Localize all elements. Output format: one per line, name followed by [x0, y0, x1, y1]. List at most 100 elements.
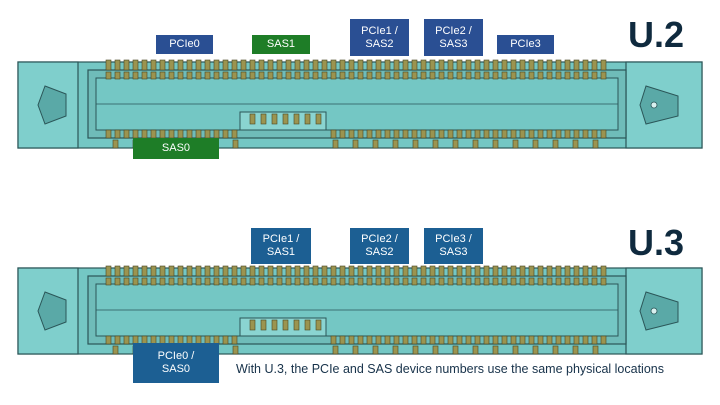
- pin-notch: [293, 113, 300, 125]
- pin-bottom: [330, 335, 337, 345]
- pin-notch: [282, 113, 289, 125]
- pin-top: [393, 265, 400, 277]
- pin-tail: [452, 345, 459, 355]
- pin-bottom: [168, 129, 175, 139]
- label-pcie1-sas1: PCIe1 / SAS1: [251, 228, 311, 264]
- pin-bottom: [564, 335, 571, 345]
- pin-top-inner: [168, 277, 175, 286]
- pin-tail: [512, 345, 519, 355]
- pin-notch: [282, 319, 289, 331]
- pin-bottom: [600, 335, 607, 345]
- pin-top-inner: [114, 277, 121, 286]
- pin-bottom: [411, 335, 418, 345]
- pin-top: [321, 265, 328, 277]
- pin-bottom: [546, 335, 553, 345]
- pin-top-inner: [357, 277, 364, 286]
- pin-top: [375, 265, 382, 277]
- pin-top: [195, 265, 202, 277]
- pin-top: [132, 265, 139, 277]
- pin-top-inner: [213, 71, 220, 80]
- pin-top-inner: [438, 71, 445, 80]
- pin-top-inner: [501, 71, 508, 80]
- pin-top: [411, 265, 418, 277]
- pin-bottom: [510, 335, 517, 345]
- pin-top: [528, 59, 535, 71]
- pin-top-inner: [573, 71, 580, 80]
- pin-tail: [112, 345, 119, 355]
- pin-bottom: [159, 129, 166, 139]
- pin-tail: [492, 139, 499, 149]
- pin-top-inner: [276, 71, 283, 80]
- pin-top-inner: [204, 71, 211, 80]
- pin-tail: [392, 139, 399, 149]
- pin-top-inner: [456, 277, 463, 286]
- pin-top: [501, 265, 508, 277]
- pin-top-inner: [600, 71, 607, 80]
- pin-top-inner: [429, 71, 436, 80]
- pin-bottom: [402, 129, 409, 139]
- pin-bottom: [141, 129, 148, 139]
- pin-top: [348, 265, 355, 277]
- pin-top-inner: [141, 277, 148, 286]
- pin-bottom: [375, 129, 382, 139]
- pin-bottom: [384, 129, 391, 139]
- pin-top: [186, 59, 193, 71]
- pin-bottom: [519, 129, 526, 139]
- pin-top-inner: [222, 277, 229, 286]
- pin-top: [276, 59, 283, 71]
- pin-top: [177, 265, 184, 277]
- pin-top: [321, 59, 328, 71]
- pin-bottom: [195, 129, 202, 139]
- label-sas0: SAS0: [133, 138, 219, 159]
- pin-top-inner: [456, 71, 463, 80]
- pin-top-inner: [375, 71, 382, 80]
- pin-bottom: [492, 335, 499, 345]
- pin-top: [303, 59, 310, 71]
- pin-bottom: [123, 335, 130, 345]
- pin-bottom: [474, 335, 481, 345]
- pin-top: [384, 265, 391, 277]
- pin-top-inner: [150, 277, 157, 286]
- pin-top-inner: [591, 277, 598, 286]
- pin-top: [330, 265, 337, 277]
- pin-top-inner: [519, 71, 526, 80]
- pin-top: [276, 265, 283, 277]
- pin-top-inner: [537, 71, 544, 80]
- pin-bottom: [573, 129, 580, 139]
- pin-notch: [271, 319, 278, 331]
- pin-top-inner: [204, 277, 211, 286]
- pin-notch: [271, 113, 278, 125]
- pin-bottom: [474, 129, 481, 139]
- pin-bottom: [501, 335, 508, 345]
- pin-top: [195, 59, 202, 71]
- pin-tail: [592, 139, 599, 149]
- pin-bottom: [366, 335, 373, 345]
- pin-top: [528, 265, 535, 277]
- pin-top-inner: [582, 71, 589, 80]
- pin-top: [564, 59, 571, 71]
- pin-top: [420, 59, 427, 71]
- pin-top: [213, 59, 220, 71]
- pin-top-inner: [555, 71, 562, 80]
- pin-top: [186, 265, 193, 277]
- pin-top: [258, 265, 265, 277]
- pin-tail: [332, 139, 339, 149]
- pin-tail: [532, 345, 539, 355]
- pin-top-inner: [411, 71, 418, 80]
- pin-bottom: [357, 129, 364, 139]
- pin-top: [114, 59, 121, 71]
- pin-top-inner: [483, 71, 490, 80]
- pin-top: [240, 265, 247, 277]
- pin-bottom: [222, 129, 229, 139]
- pin-top-inner: [501, 277, 508, 286]
- pin-tail: [372, 139, 379, 149]
- pin-top-inner: [258, 71, 265, 80]
- pin-top: [420, 265, 427, 277]
- latch-hole: [650, 101, 658, 109]
- pin-top-inner: [222, 71, 229, 80]
- pin-top: [249, 59, 256, 71]
- pin-bottom: [537, 129, 544, 139]
- pin-tail: [352, 345, 359, 355]
- pin-top-inner: [492, 277, 499, 286]
- pin-tail: [332, 345, 339, 355]
